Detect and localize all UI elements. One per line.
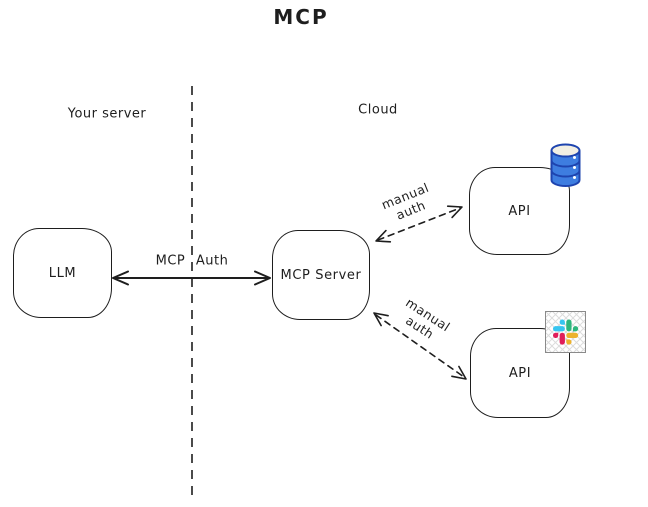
- database-icon: [550, 143, 581, 187]
- mcp-auth-arrow: [112, 270, 271, 286]
- node-api-database-label: API: [508, 203, 531, 219]
- node-api-database: API: [469, 167, 570, 255]
- region-label-cloud: Cloud: [358, 102, 398, 118]
- manual-auth-arrow-top: [375, 205, 463, 243]
- diagram-title: MCP: [273, 5, 329, 29]
- manual-auth-arrow-bottom: [373, 312, 467, 380]
- slack-icon: [545, 311, 586, 353]
- node-mcp-server-label: MCP Server: [280, 267, 362, 283]
- edge-label-mcp-auth: MCP Auth: [155, 253, 229, 269]
- node-llm: LLM: [13, 228, 112, 318]
- region-label-your-server: Your server: [67, 106, 147, 122]
- node-mcp-server: MCP Server: [272, 230, 370, 320]
- node-api-slack-label: API: [508, 365, 532, 381]
- node-llm-label: LLM: [48, 265, 77, 281]
